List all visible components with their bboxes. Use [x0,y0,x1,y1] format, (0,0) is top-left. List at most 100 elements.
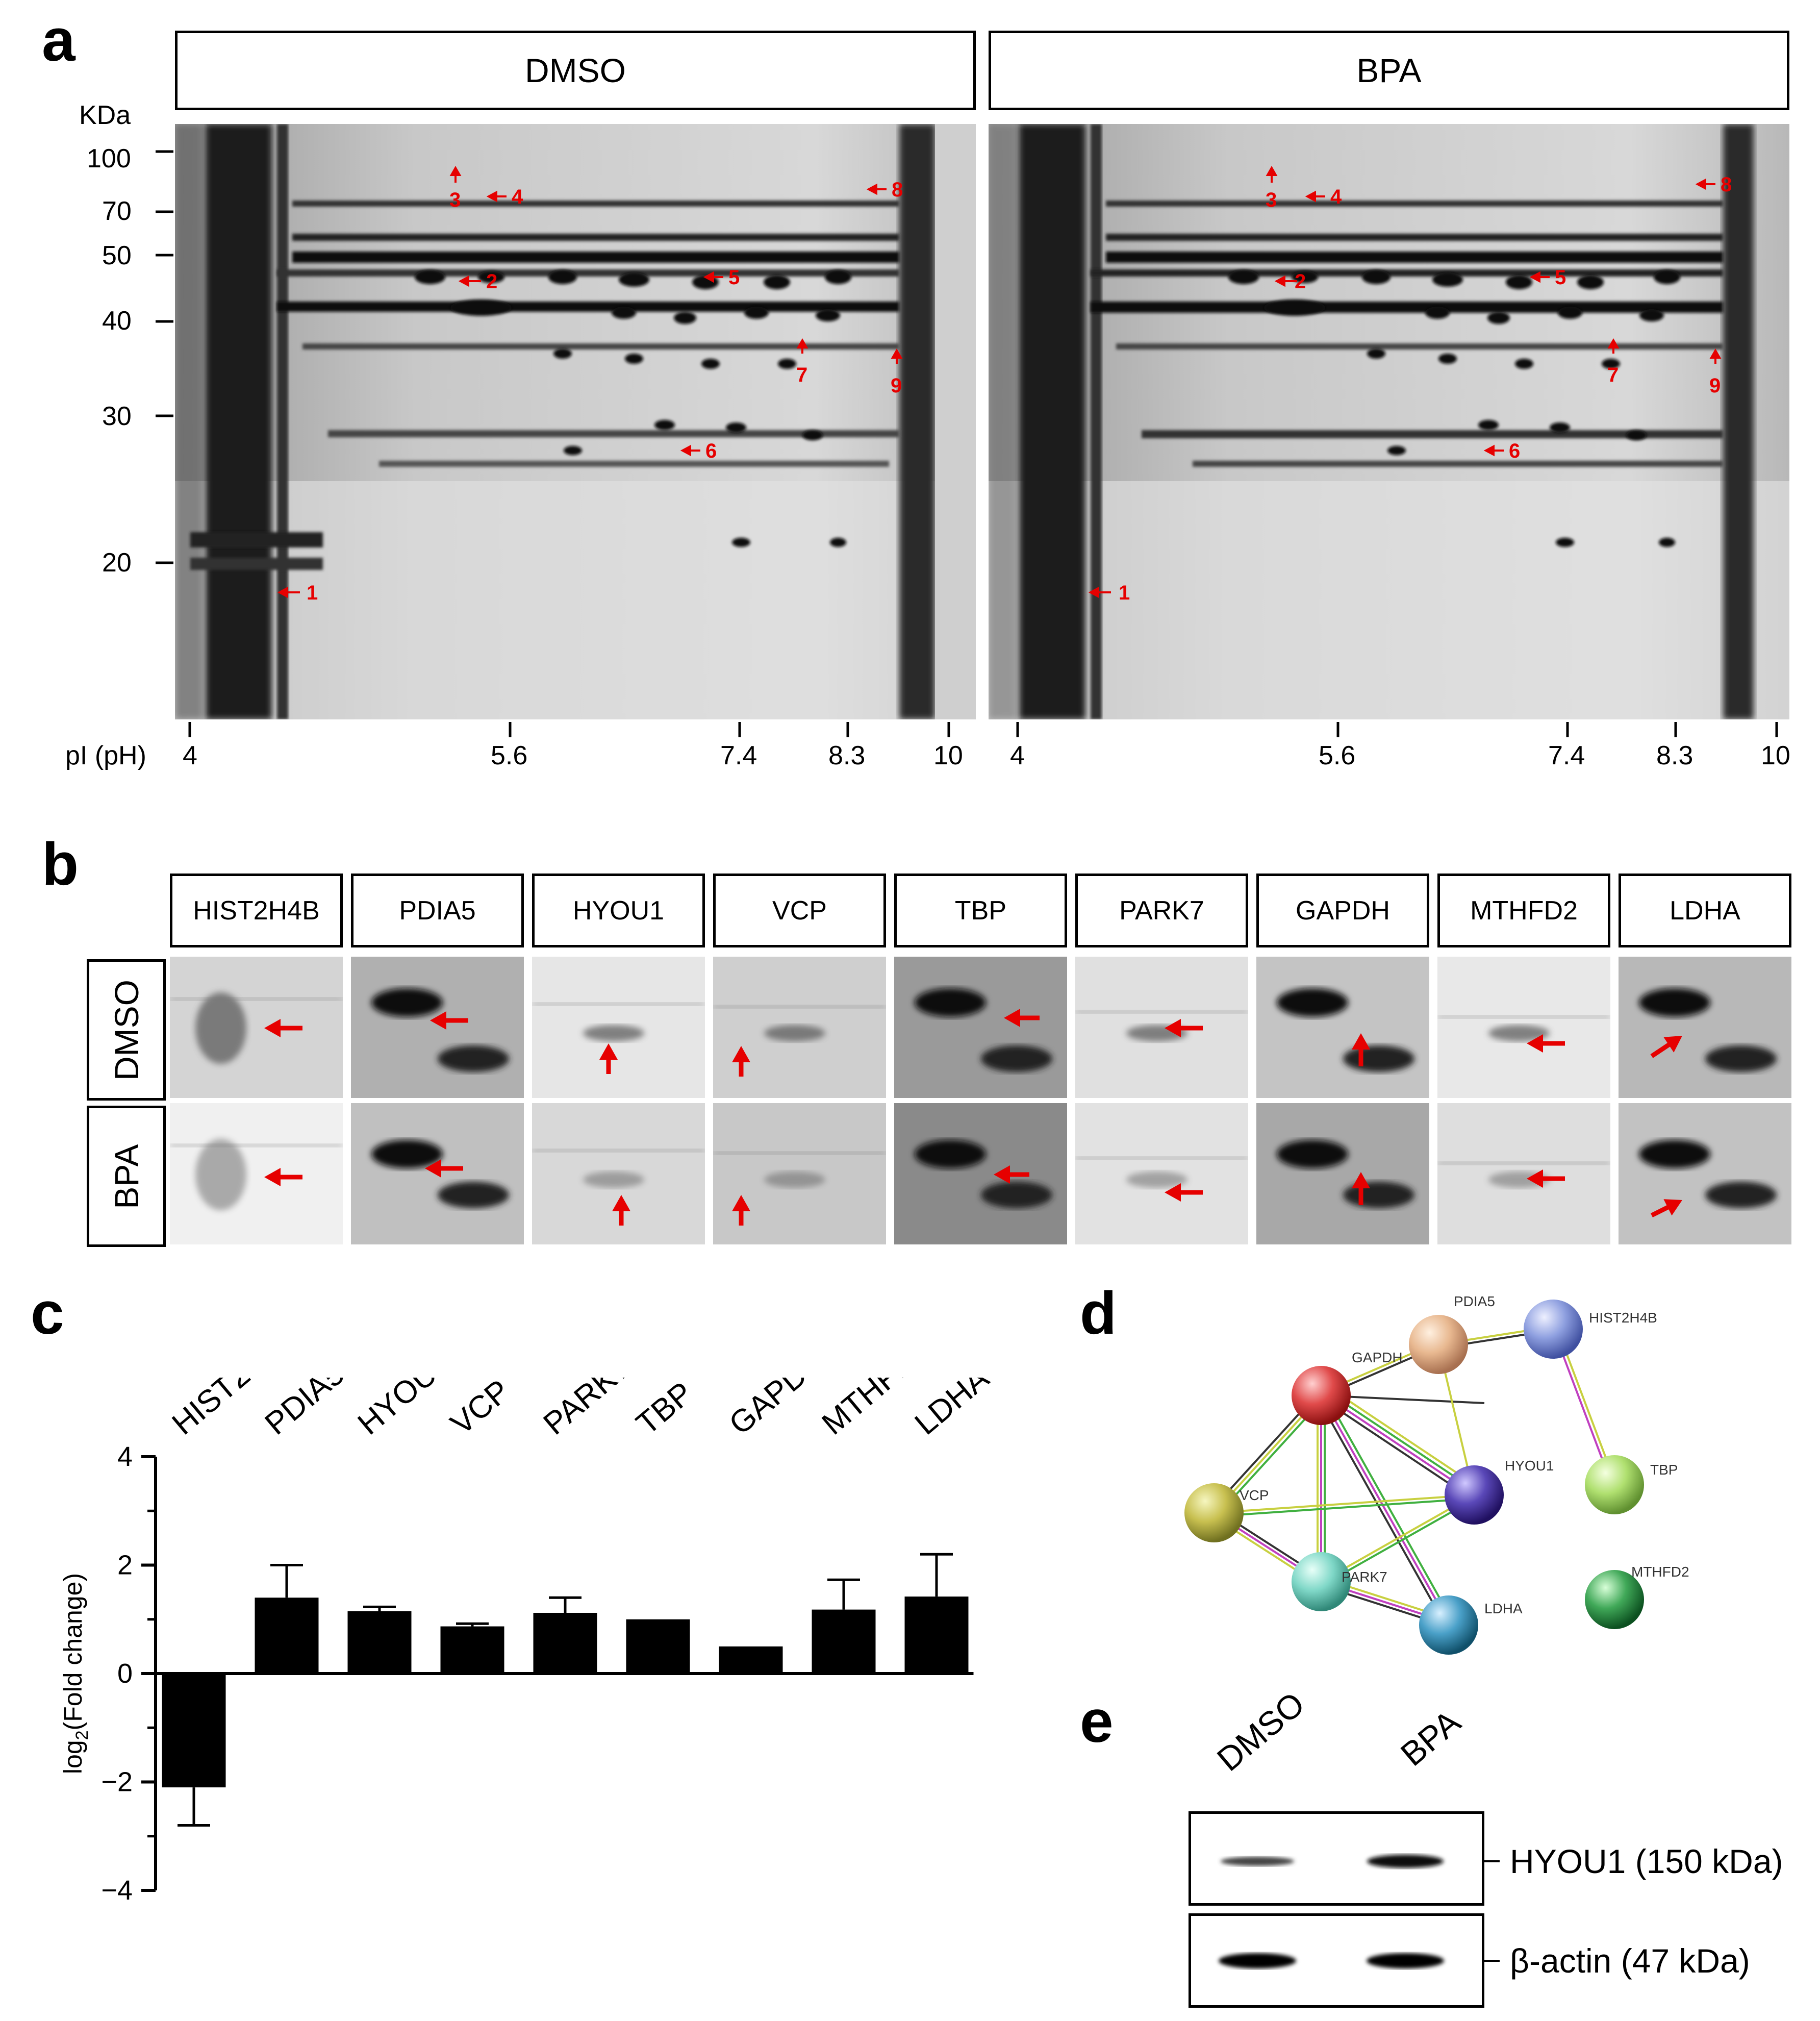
x-tick-label: 8.3 [1656,741,1693,770]
x-tick-label: 7.4 [720,741,757,770]
spot-label: 7 [1607,364,1619,386]
lane-label-dmso: DMSO [1209,1684,1312,1779]
spot-crop [713,957,886,1098]
edge [1317,1393,1453,1625]
spot-crop [1437,957,1610,1098]
row-label-bpa: BPA [87,1106,166,1247]
bar [719,1646,783,1674]
spot-label: 5 [728,266,740,289]
spot-label: 7 [796,364,807,386]
spot-label: 6 [705,440,717,462]
protein-header: HIST2H4B [170,874,343,947]
node-park7[interactable] [1292,1552,1351,1611]
panel-label-e: e [1080,1688,1114,1755]
node-tbp[interactable] [1585,1455,1644,1514]
x-tick-label: 4 [183,741,197,770]
x-tick-label: 8.3 [828,741,866,770]
blot-ticks [1484,1860,1500,1962]
spot-label: 2 [1295,270,1306,293]
spot-crop [532,1103,705,1244]
spot-label: 1 [307,582,318,604]
y-tick-label: 4 [117,1441,133,1472]
y-tick-label: 70 [102,196,132,226]
spot-crop [1256,957,1429,1098]
string-network: GAPDH PDIA5 HIST2H4B HYOU1 TBP VCP PARK7… [1184,1293,1689,1655]
protein-header: LDHA [1619,874,1791,947]
node-label: LDHA [1484,1601,1523,1616]
spot-label: 4 [512,186,523,208]
y-tick-label: 0 [117,1658,133,1689]
bar [255,1598,319,1674]
panel-label-a: a [42,7,75,74]
node-hist2h4b[interactable] [1524,1300,1583,1359]
node-mthfd2[interactable] [1585,1570,1644,1629]
spot-crop [894,1103,1067,1244]
node-pdia5[interactable] [1409,1315,1468,1374]
spot-crop [170,1103,343,1244]
bar [440,1626,504,1674]
y-tick-label: 20 [102,548,132,578]
node-label: HIST2H4B [1589,1310,1657,1326]
y-tick-marks [156,150,173,564]
y-tick-label: 2 [117,1550,133,1581]
condition-label-bpa: BPA [989,31,1789,110]
spot-crop [170,957,343,1098]
spot-crop [351,1103,524,1244]
category-label: GAPDH [723,1378,831,1442]
x-tick-label: 5.6 [491,741,528,770]
category-label: VCP [444,1378,517,1442]
spot-label: 2 [486,270,497,293]
node-ldha[interactable] [1419,1595,1478,1655]
edge [1317,1395,1326,1582]
bar [533,1613,597,1674]
band-label-hyou1: HYOU1 (150 kDa) [1510,1842,1783,1880]
spot-label: 6 [1509,440,1520,462]
protein-header: MTHFD2 [1437,874,1610,947]
y-tick-label: 40 [102,306,132,336]
western-blot-actin [1189,1913,1484,2008]
category-label: PDIA5 [259,1378,351,1442]
node-label: MTHFD2 [1631,1564,1689,1580]
protein-header: PDIA5 [351,874,524,947]
bar [162,1674,226,1788]
spot-label: 3 [1266,189,1277,211]
edge [1318,1385,1480,1500]
spot-label: 1 [1119,582,1130,604]
edge [1214,1494,1475,1517]
spot-crop [1256,1103,1429,1244]
bar [904,1596,969,1674]
bar [626,1619,690,1674]
western-blot-hyou1 [1189,1811,1484,1906]
band-label-actin: β-actin (47 kDa) [1510,1942,1750,1980]
node-label: HYOU1 [1505,1458,1554,1474]
spot-label: 8 [892,179,903,201]
spot-label: 3 [449,189,461,211]
category-label: PARK7 [537,1378,638,1442]
spot-crop [1619,1103,1791,1244]
protein-header: TBP [894,874,1067,947]
protein-header: GAPDH [1256,874,1429,947]
node-gapdh[interactable] [1292,1366,1351,1425]
node-vcp[interactable] [1184,1483,1244,1542]
x-tick-marks [188,722,1778,737]
protein-header: PARK7 [1075,874,1248,947]
spot-crop [351,957,524,1098]
node-label: PARK7 [1342,1569,1387,1585]
spot-label: 4 [1330,186,1342,208]
node-label: PDIA5 [1454,1293,1495,1309]
x-tick-label: 10 [1761,741,1790,770]
spot-crop [1075,957,1248,1098]
x-tick-label: 7.4 [1548,741,1585,770]
spot-crop [713,1103,886,1244]
row-label-dmso: DMSO [87,959,166,1101]
spot-label: 5 [1555,266,1566,289]
x-axis-label-pi: pI (pH) [65,741,146,770]
x-tick-label: 10 [933,741,963,770]
spot-label: 9 [1709,375,1721,397]
spot-label: 8 [1721,173,1732,196]
node-hyou1[interactable] [1445,1465,1504,1525]
category-label: TBP [630,1378,700,1442]
x-tick-label: 4 [1010,741,1025,770]
bar [812,1609,876,1674]
